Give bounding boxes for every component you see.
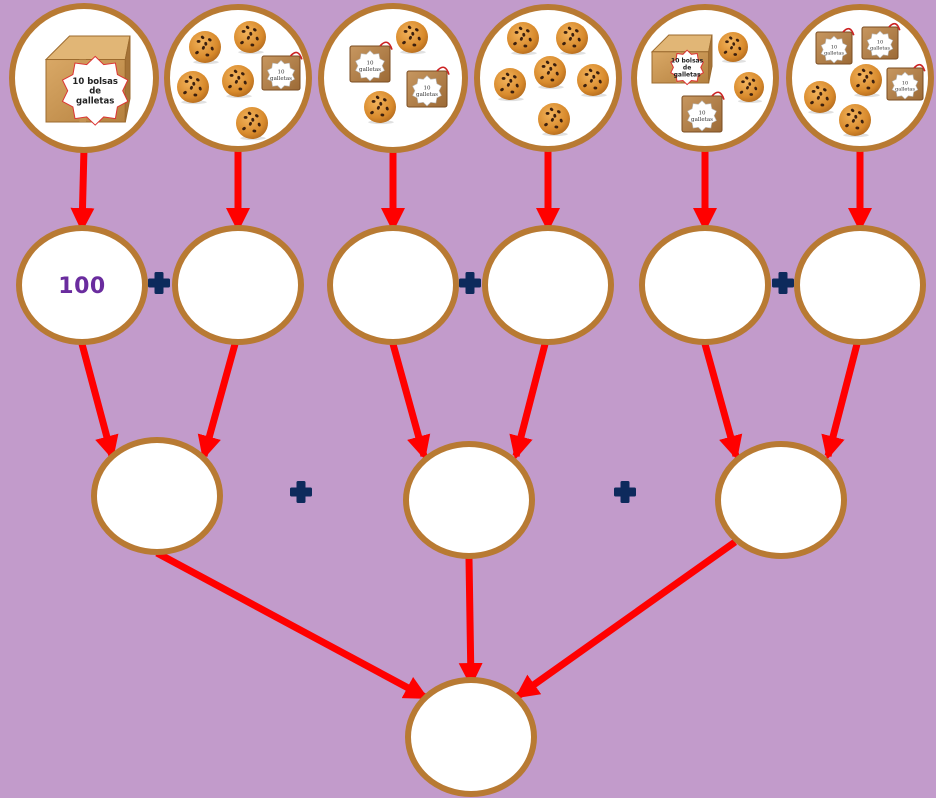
svg-text:galletas: galletas [895,86,915,92]
svg-text:10: 10 [367,60,374,66]
cookie-icon [534,56,566,90]
arrow-l1-1 [78,343,119,460]
arrow-l1-2 [197,343,239,460]
level2-circle-1[interactable] [91,437,223,555]
cookie-icon [556,22,588,56]
plus-icon-5: + [614,481,636,503]
cookie-icon [189,31,221,65]
cookie-icon [222,65,254,99]
cookie-icon [734,72,764,104]
svg-text:galletas: galletas [870,45,890,51]
cookie-icon [718,32,748,64]
level1-circle-2[interactable] [172,225,304,345]
svg-text:10: 10 [424,85,431,91]
level1-circle-5[interactable] [639,225,771,345]
svg-text:galletas: galletas [691,117,713,123]
svg-text:galletas: galletas [76,97,114,107]
level1-circle-4[interactable] [482,225,614,345]
arrows [70,147,872,701]
plus-icon-2: + [459,272,481,294]
plus-signs: + + + + + [148,272,794,503]
arrow-picture-1 [70,147,95,232]
arrow-l1-6 [821,343,861,460]
picture-circle-4 [474,4,622,152]
cookie-icon [839,104,871,138]
svg-text:10 bolsas: 10 bolsas [72,77,117,87]
level2-circle-3[interactable] [715,441,847,559]
cookie-icon [234,21,266,55]
svg-text:10: 10 [877,39,883,45]
svg-text:10: 10 [699,110,706,116]
cookie-icon [396,21,428,55]
arrow-l2-3 [514,539,738,699]
plus-icon-1: + [148,272,170,294]
plus-icon-3: + [772,272,794,294]
cookie-icon [494,68,526,102]
arrow-l2-1 [155,549,429,701]
level1-circle-1[interactable]: 100 [16,225,148,345]
arrow-l1-4 [509,343,549,460]
cookie-icon [577,64,609,98]
cookie-icon [177,71,209,105]
total-circle[interactable] [405,677,537,797]
svg-text:10: 10 [831,44,837,50]
svg-text:galletas: galletas [359,67,381,73]
circles: 10 bolsasdegalletas10galletas10galletas1… [9,3,934,797]
svg-text:galletas: galletas [270,76,292,82]
svg-text:de: de [683,65,691,72]
svg-text:10: 10 [902,80,908,86]
svg-text:galletas: galletas [416,92,438,98]
arrow-l1-3 [389,343,431,460]
level1-circle-6[interactable] [794,225,926,345]
level1-circle-3[interactable] [327,225,459,345]
svg-text:de: de [89,87,101,97]
cookie-icon [507,22,539,56]
arrow-l1-5 [701,343,743,460]
cookie-icon [236,107,268,141]
cookie-icon [364,91,396,125]
arrow-l2-2 [458,557,483,687]
svg-text:galletas: galletas [824,50,844,56]
cookie-icon [850,64,882,98]
svg-text:10: 10 [278,69,285,75]
svg-text:galletas: galletas [674,71,701,78]
cookie-icon [804,81,836,115]
plus-icon-4: + [290,481,312,503]
level2-circle-2[interactable] [403,441,535,559]
level1-circle-1-value: 100 [58,274,105,299]
svg-text:10 bolsas: 10 bolsas [671,58,704,65]
cookie-icon [538,103,570,137]
